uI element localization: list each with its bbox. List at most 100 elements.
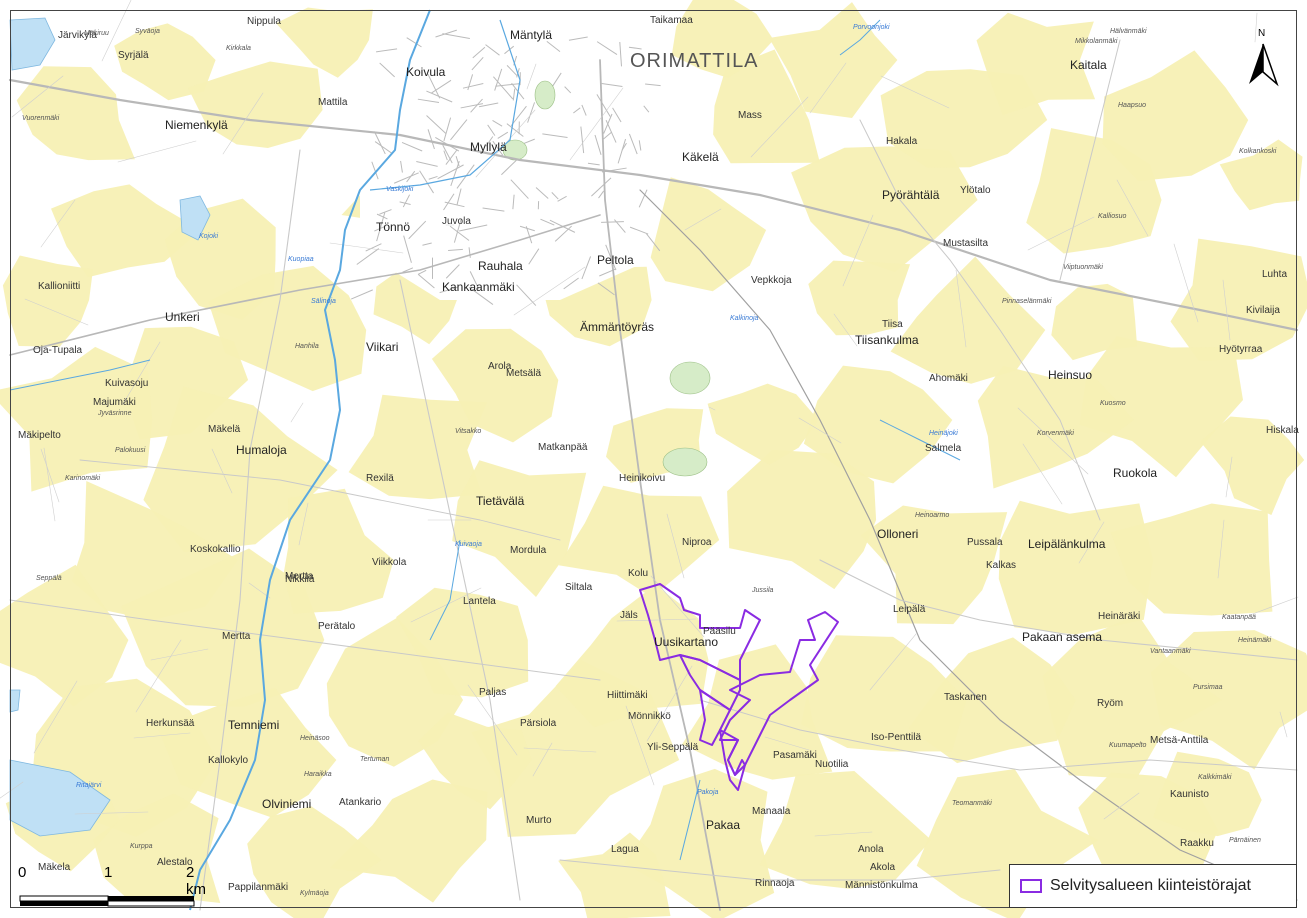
place-label-big: Peltola xyxy=(597,253,634,267)
place-label-small: Jussila xyxy=(752,587,774,594)
place-label: Hiskala xyxy=(1266,425,1299,436)
place-label-small: Karinomäki xyxy=(65,475,101,482)
place-label: Heinikoivu xyxy=(619,473,666,484)
place-label-big: Temniemi xyxy=(228,718,280,732)
place-label: Majumäki xyxy=(93,397,136,408)
north-label: N xyxy=(1258,28,1266,39)
place-label: Metsälä xyxy=(506,368,542,379)
place-label: Männistönkulma xyxy=(845,880,918,891)
place-label: Mertta xyxy=(222,631,251,642)
place-label: Mönnikkö xyxy=(628,711,671,722)
place-label: Anola xyxy=(858,844,884,855)
place-label: Kallokylo xyxy=(208,755,249,766)
place-label-big: Humaloja xyxy=(236,443,287,457)
place-label: Jäls xyxy=(620,610,638,621)
place-label-small: Hanhila xyxy=(295,343,319,350)
place-label-big: Rauhala xyxy=(478,259,523,273)
place-label-small: Jyväsrinne xyxy=(98,410,132,417)
water-label: Vaskijoki xyxy=(386,186,414,193)
place-label: Mäkelä xyxy=(208,424,241,435)
place-label: Hakala xyxy=(886,136,918,147)
place-label: Kivilaija xyxy=(1246,305,1280,316)
place-label-big: Ruokola xyxy=(1113,466,1158,480)
place-label-big: Niemenkylä xyxy=(165,118,228,132)
place-label-big: Kaitala xyxy=(1070,58,1107,72)
place-label: Nippula xyxy=(247,16,281,27)
place-label-small: Vantaanmäki xyxy=(1150,648,1191,655)
place-label: Lagua xyxy=(611,844,639,855)
place-label-small: Syväoja xyxy=(135,28,160,35)
place-label-small: Pursimaa xyxy=(1193,684,1223,691)
place-label: Nikkilä xyxy=(285,574,315,585)
place-label-small: Teomanmäki xyxy=(952,800,992,807)
place-label: Alestalo xyxy=(157,857,193,868)
place-label: Rinnaoja xyxy=(755,878,795,889)
place-label-small: Kuosmo xyxy=(1100,400,1126,407)
place-label-small: Kalliosuo xyxy=(1098,213,1127,220)
place-label-small: Tertuman xyxy=(360,756,390,763)
place-label: Koskokallio xyxy=(190,544,241,555)
place-label-small: Mäkiruu xyxy=(84,30,109,37)
water-label: Kuopiaa xyxy=(288,256,314,263)
place-label: Vepkkoja xyxy=(751,275,792,286)
survey-area-boundary[interactable] xyxy=(639,583,839,791)
place-label: Herkunsää xyxy=(146,718,195,729)
place-label-big: Tönnö xyxy=(376,220,411,234)
place-label: Matkanpää xyxy=(538,442,588,453)
place-label-small: Heinämäki xyxy=(1238,637,1272,644)
place-label-big: Heinsuo xyxy=(1048,368,1093,382)
place-label: Kuivasoju xyxy=(105,378,149,389)
place-label-small: Heinoarmo xyxy=(915,512,950,519)
place-label: Perätalo xyxy=(318,621,356,632)
place-label: Heinäräki xyxy=(1098,611,1141,622)
place-label-small: Korvenmäki xyxy=(1037,430,1074,437)
place-label: Mertta xyxy=(285,571,314,582)
legend-label: Selvitysalueen kiinteistörajat xyxy=(1050,877,1251,894)
place-label: Lantela xyxy=(463,596,496,607)
place-label: Luhta xyxy=(1262,269,1288,280)
place-label-small: Pärnäinen xyxy=(1229,837,1261,844)
water-label: Kalkinoja xyxy=(730,315,759,322)
place-label: Ryöm xyxy=(1097,698,1124,709)
place-label: Pasamäki xyxy=(773,750,817,761)
place-label: Ylötalo xyxy=(960,185,991,196)
place-label: Mäkela xyxy=(38,862,71,873)
place-label: Tiisa xyxy=(882,319,903,330)
place-label: Pääsilu xyxy=(703,626,736,637)
place-label-small: Kolkankoski xyxy=(1239,148,1277,155)
water-label: Ritajärvi xyxy=(76,782,102,789)
place-label: Järvikylä xyxy=(58,30,97,41)
place-label-small: Kurppa xyxy=(130,843,153,850)
place-label: Viikkola xyxy=(372,557,407,568)
place-label-big: Olviniemi xyxy=(262,797,312,811)
place-label-small: Haapsuo xyxy=(1118,102,1147,109)
water-label: Heinäjoki xyxy=(929,430,958,437)
place-label: Salmela xyxy=(925,443,962,454)
place-label-small: Kaatanpää xyxy=(1222,614,1256,621)
place-label: Arola xyxy=(488,361,512,372)
place-label: Raakku xyxy=(1180,838,1214,849)
place-label-small: Kuumapelto xyxy=(1109,742,1147,749)
place-label-small: Kirkkala xyxy=(226,45,251,52)
place-label: Taikamaa xyxy=(650,15,693,26)
place-label: Mass xyxy=(738,110,762,121)
place-label: Kallioniitti xyxy=(38,281,81,292)
scale-label-0: 0 xyxy=(18,864,27,881)
place-label: Mordula xyxy=(510,545,547,556)
river-layer xyxy=(9,9,961,911)
place-label-big: Unkeri xyxy=(165,310,200,324)
place-label-big: Koivula xyxy=(406,65,446,79)
place-label: Kaunisto xyxy=(1170,789,1209,800)
place-label: Nuotilia xyxy=(815,759,849,770)
place-label: Niproa xyxy=(682,537,712,548)
place-label-small: Kalkkimäki xyxy=(1198,774,1232,781)
place-label-big: Olloneri xyxy=(877,527,919,541)
place-label: Hyötyrraa xyxy=(1219,344,1263,355)
place-label: Juvola xyxy=(442,216,471,227)
water-label: Kuivaoja xyxy=(455,541,482,548)
place-label: Syrjälä xyxy=(118,50,149,61)
place-label-small: Mikkolanmäki xyxy=(1075,38,1118,45)
place-label: Mäkipelto xyxy=(18,430,61,441)
scale-label-1: 1 xyxy=(104,864,113,881)
